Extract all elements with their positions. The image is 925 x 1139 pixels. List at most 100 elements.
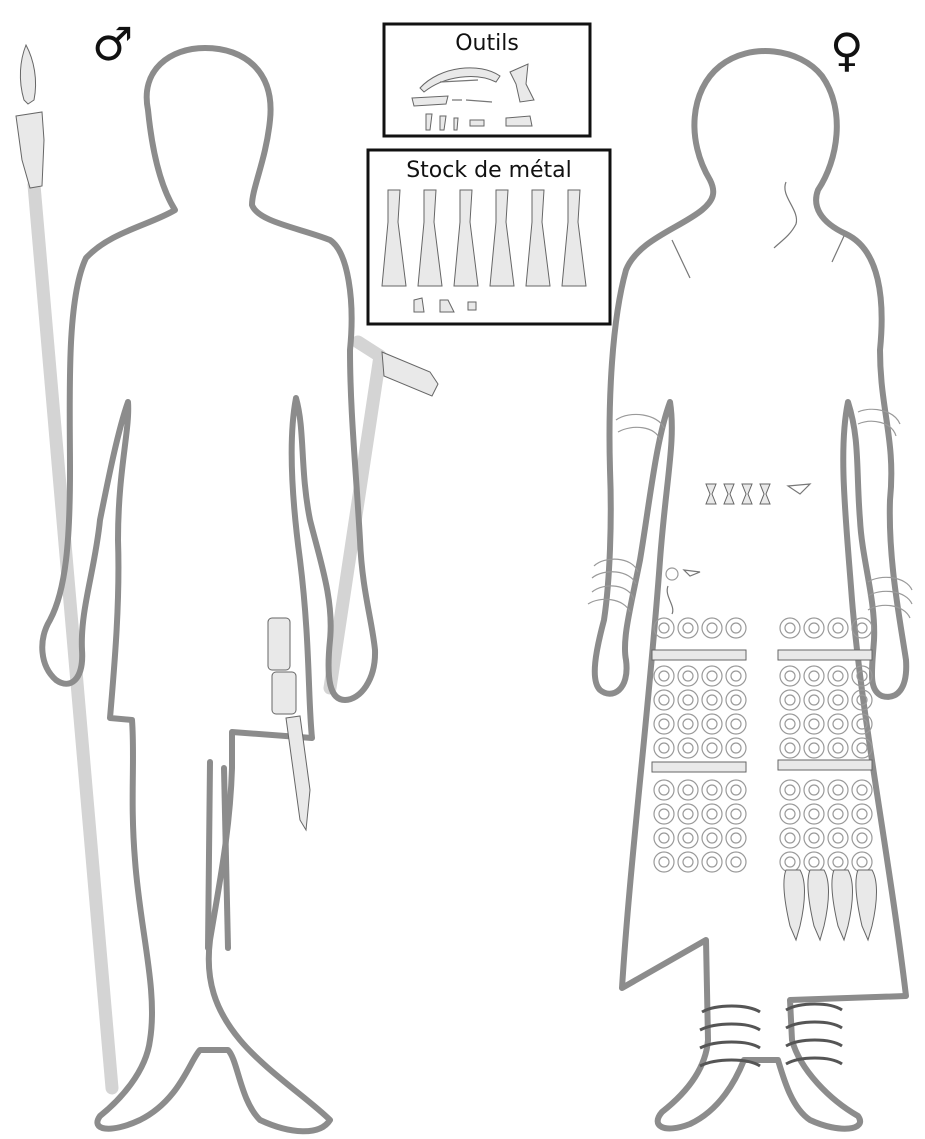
spiral-disc-center [833, 809, 843, 819]
spiral-disc [726, 714, 746, 734]
spiral-disc [804, 780, 824, 800]
spiral-disc-center [731, 671, 741, 681]
belt-plaque-3 [742, 484, 752, 504]
spiral-disc [804, 666, 824, 686]
spiral-disc [702, 804, 722, 824]
whetstone-icon [470, 120, 484, 126]
spiral-disc-center [659, 719, 669, 729]
spiral-disc-center [833, 695, 843, 705]
spiral-disc [852, 780, 872, 800]
spiral-disc [804, 828, 824, 848]
spiral-disc [678, 828, 698, 848]
spiral-disc-center [707, 719, 717, 729]
spiral-disc-center [833, 623, 843, 633]
spiral-disc-center [683, 809, 693, 819]
spiral-disc [780, 690, 800, 710]
spiral-disc [654, 690, 674, 710]
tools-box-title: Outils [455, 31, 519, 56]
belt-hook-icon [788, 484, 810, 494]
spiral-panel-left [652, 618, 746, 872]
pendant-ring-icon [666, 568, 678, 580]
spiral-disc-center [857, 785, 867, 795]
scabbard-top-icon [268, 618, 290, 670]
spiral-disc [702, 852, 722, 872]
spiral-disc [828, 780, 848, 800]
spiral-disc-center [785, 719, 795, 729]
spiral-disc [852, 852, 872, 872]
spiral-disc [780, 828, 800, 848]
female-silhouette [595, 51, 906, 1129]
spiral-disc-center [659, 833, 669, 843]
armlet-left-icon [616, 414, 664, 440]
spiral-disc [828, 666, 848, 686]
spiral-disc [678, 780, 698, 800]
bar-plaque-right-1 [778, 650, 872, 660]
spiral-disc-center [707, 671, 717, 681]
spiral-disc-center [785, 857, 795, 867]
spiral-disc [654, 666, 674, 686]
spiral-disc [702, 618, 722, 638]
spiral-disc-center [659, 857, 669, 867]
spear-socket-icon [16, 112, 44, 188]
spiral-disc [726, 804, 746, 824]
male-silhouette [42, 48, 375, 1131]
spiral-disc-center [785, 809, 795, 819]
bar-plaque-left-1 [652, 650, 746, 660]
tutulus-3 [832, 870, 853, 940]
spiral-disc-center [833, 785, 843, 795]
pendant-clip-icon [684, 570, 700, 576]
spiral-disc [828, 852, 848, 872]
spiral-disc-center [707, 857, 717, 867]
shoulder-pin-right-icon [832, 236, 844, 262]
spiral-disc [804, 852, 824, 872]
spiral-disc [780, 804, 800, 824]
spiral-disc-center [683, 623, 693, 633]
spiral-disc [678, 690, 698, 710]
tutulus-2 [808, 870, 829, 940]
spiral-disc-center [683, 671, 693, 681]
male-leg-line-left [208, 762, 210, 948]
male-symbol: ♂ [92, 17, 133, 71]
spiral-disc-center [731, 719, 741, 729]
spiral-disc-center [659, 743, 669, 753]
spiral-disc-center [731, 833, 741, 843]
spiral-disc [780, 738, 800, 758]
spiral-disc-center [785, 785, 795, 795]
spiral-disc-center [809, 623, 819, 633]
spiral-disc-center [731, 785, 741, 795]
belt-plaque-1 [706, 484, 716, 504]
spiral-disc [702, 714, 722, 734]
spiral-disc [726, 666, 746, 686]
spiral-disc-center [683, 857, 693, 867]
spiral-disc [678, 714, 698, 734]
spiral-disc [780, 666, 800, 686]
needle-icon [454, 118, 458, 130]
spiral-disc [780, 852, 800, 872]
scrap-icon-1 [414, 298, 424, 312]
spiral-disc-center [809, 833, 819, 843]
belt-plaque-2 [724, 484, 734, 504]
spiral-disc [828, 828, 848, 848]
spiral-disc [702, 828, 722, 848]
spiral-disc-center [659, 623, 669, 633]
tools-box: Outils [384, 24, 590, 136]
spiral-disc-center [833, 671, 843, 681]
spiral-disc [726, 738, 746, 758]
spiral-disc-center [833, 719, 843, 729]
spiral-disc-center [857, 857, 867, 867]
spiral-disc-center [731, 623, 741, 633]
spiral-disc [804, 738, 824, 758]
spiral-disc [654, 852, 674, 872]
spiral-disc [804, 690, 824, 710]
knife-icon [506, 116, 532, 126]
spiral-disc-center [809, 857, 819, 867]
spiral-disc-center [707, 743, 717, 753]
spiral-disc [828, 690, 848, 710]
tutulus-1 [784, 870, 805, 940]
spiral-disc [726, 690, 746, 710]
spiral-disc-center [785, 671, 795, 681]
spiral-disc-center [809, 743, 819, 753]
tutuli-row [784, 870, 877, 940]
spiral-disc [678, 666, 698, 686]
